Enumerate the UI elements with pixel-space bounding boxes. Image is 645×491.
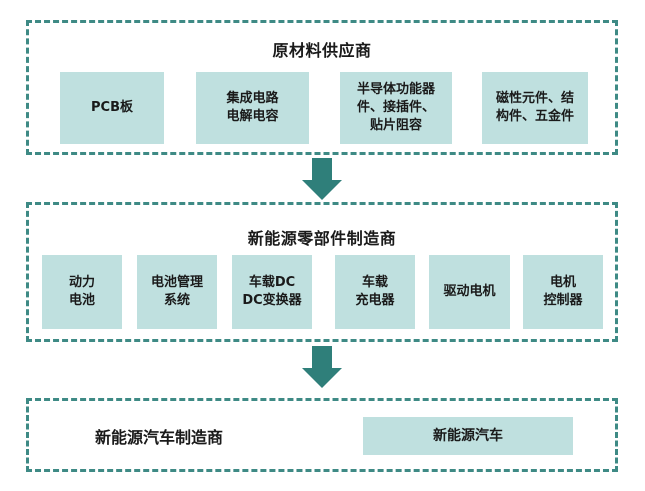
flow-arrow-1	[302, 158, 342, 202]
motor-controller-box: 电机 控制器	[523, 255, 603, 329]
dcdc-converter-box: 车载DC DC变换器	[232, 255, 312, 329]
vehicle-manufacturers-title: 新能源汽车制造商	[95, 428, 224, 447]
component-manufacturers-title: 新能源零部件制造商	[247, 229, 397, 248]
flow-arrow-2	[302, 346, 342, 390]
drive-motor-box: 驱动电机	[429, 255, 510, 329]
ic-capacitor-box: 集成电路 电解电容	[196, 72, 309, 144]
component-manufacturers-panel: 新能源零部件制造商 动力 电池 电池管理 系统 车载DC DC变换器 车载 充电…	[26, 202, 618, 342]
vehicle-manufacturers-panel: 新能源汽车制造商 新能源汽车	[26, 398, 618, 472]
pcb-board-box: PCB板	[60, 72, 164, 144]
raw-material-suppliers-title: 原材料供应商	[272, 41, 372, 60]
bms-box: 电池管理 系统	[137, 255, 217, 329]
nev-product-box: 新能源汽车	[363, 417, 573, 455]
semiconductor-connector-box: 半导体功能器 件、接插件、 贴片阻容	[340, 72, 452, 144]
onboard-charger-box: 车载 充电器	[335, 255, 415, 329]
raw-material-suppliers-panel: 原材料供应商 PCB板 集成电路 电解电容 半导体功能器 件、接插件、 贴片阻容…	[26, 20, 618, 155]
power-battery-box: 动力 电池	[42, 255, 122, 329]
magnetic-structural-box: 磁性元件、结 构件、五金件	[482, 72, 588, 144]
